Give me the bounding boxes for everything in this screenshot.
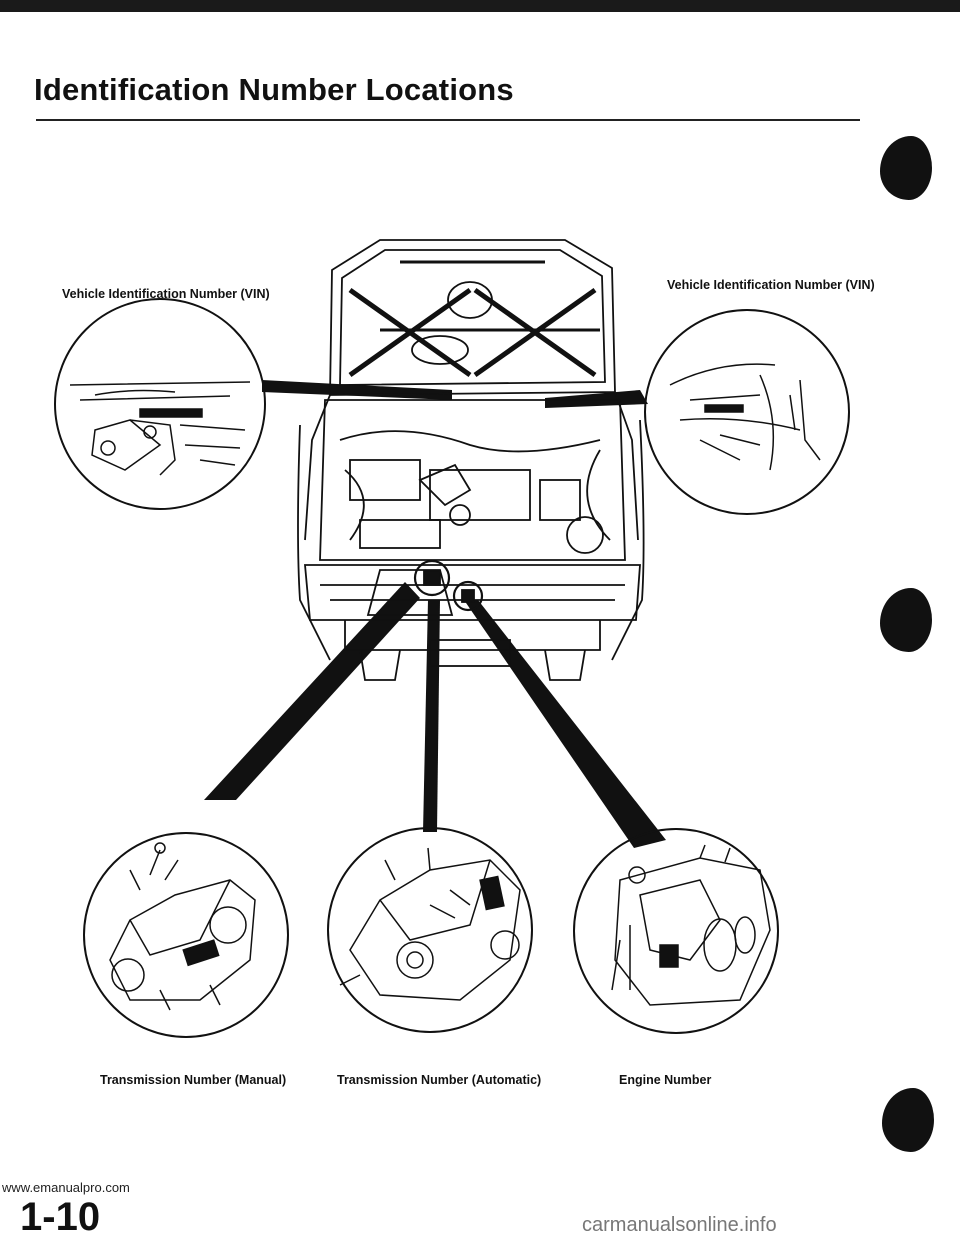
label-transmission-automatic: Transmission Number (Automatic) bbox=[337, 1073, 542, 1087]
page-number: 1-10 bbox=[20, 1195, 101, 1239]
automatic-transmission-detail bbox=[327, 827, 533, 1033]
vin-detail-right bbox=[644, 309, 850, 515]
section-tab-marker bbox=[880, 136, 932, 200]
footer-url[interactable]: www.emanualpro.com bbox=[2, 1180, 130, 1195]
label-engine-number: Engine Number bbox=[619, 1073, 712, 1087]
top-scan-bar bbox=[0, 0, 960, 12]
title-rule bbox=[36, 119, 860, 121]
leader-lines bbox=[204, 380, 666, 848]
engine-number-detail bbox=[573, 828, 779, 1034]
label-vin-left: Vehicle Identification Number (VIN) bbox=[62, 287, 270, 301]
section-tab-marker bbox=[882, 1088, 934, 1152]
watermark-text: carmanualsonline.info bbox=[582, 1214, 777, 1236]
section-tab-marker bbox=[880, 588, 932, 652]
manual-transmission-detail bbox=[83, 832, 289, 1038]
label-vin-right: Vehicle Identification Number (VIN) bbox=[667, 278, 875, 292]
vin-detail-left bbox=[54, 298, 266, 510]
page-title: Identification Number Locations bbox=[34, 72, 514, 107]
vehicle-engine-bay-illustration bbox=[297, 239, 645, 681]
label-transmission-manual: Transmission Number (Manual) bbox=[100, 1073, 287, 1087]
